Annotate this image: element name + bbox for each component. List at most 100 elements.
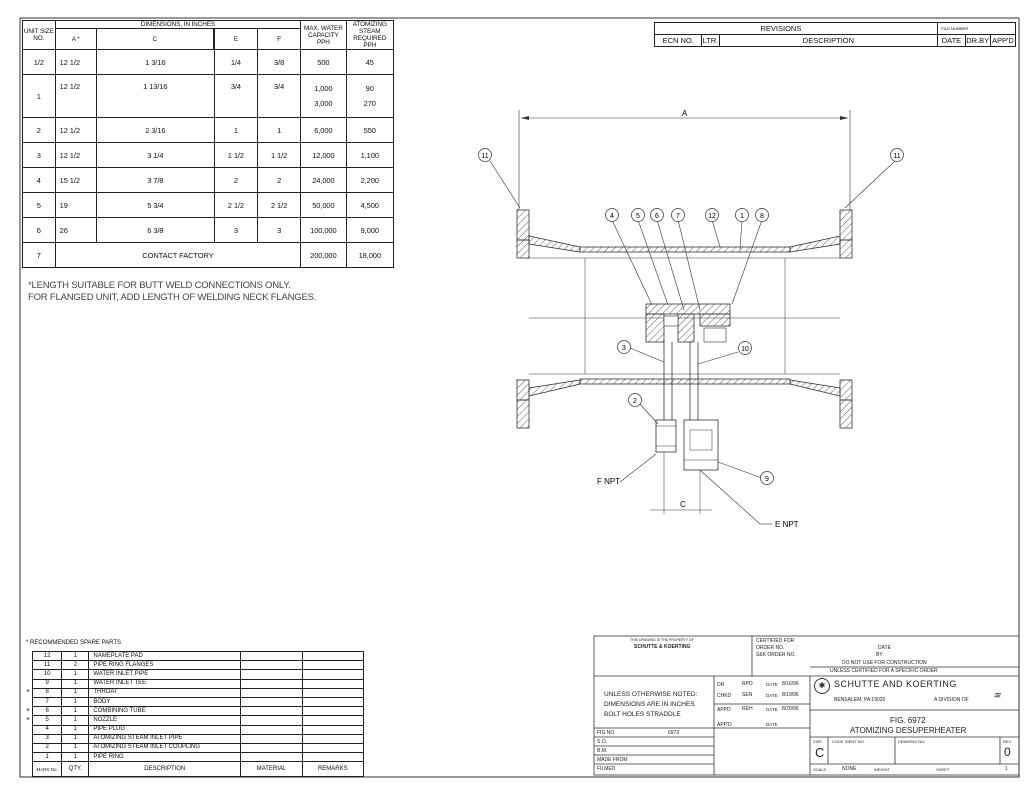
cell-water: 6,000 [300, 117, 347, 143]
callout-7: 7 [676, 213, 680, 220]
cell-c: 5 3/4 [95, 192, 215, 218]
parts-col-remarks: REMARKS [301, 761, 365, 778]
callout-11-left: 11 [481, 153, 488, 160]
sheet-label: SHEET [936, 767, 950, 772]
unless-noted-2: DIMENSIONS ARE IN INCHES [604, 701, 695, 708]
part-remarks [301, 724, 365, 735]
cell-size: 2 [22, 117, 56, 143]
part-remarks [301, 660, 365, 671]
product-title: ATOMIZING DESUPERHEATER [850, 726, 967, 735]
rev-col-date: DATE [937, 34, 966, 47]
filmed-label: FILMED [597, 766, 616, 772]
size-label: SIZE [813, 739, 822, 744]
part-qty: 1 [61, 733, 90, 744]
part-remarks [301, 733, 365, 744]
weight-label: WEIGHT [874, 767, 890, 772]
code-ident-label: CODE IDENT NO. [832, 739, 865, 744]
rev-label: REV [1003, 739, 1012, 744]
dimension-a [518, 110, 851, 210]
part-remarks [301, 706, 365, 717]
parent-company-logo-icon: ≋ [993, 690, 1001, 700]
part-qty: 1 [61, 696, 90, 708]
callout-bubbles: 11 11 4 5 6 7 12 1 8 3 10 2 9 [478, 148, 904, 485]
company-location: BENSALEM, PA 19020 [834, 697, 886, 703]
f-npt-label: F NPT [597, 477, 620, 486]
part-qty: 1 [61, 715, 90, 726]
part-remarks [301, 696, 365, 708]
appd-label: APPD [717, 707, 731, 713]
appd-date: 8/20/96 [782, 706, 799, 712]
part-remarks [301, 669, 365, 680]
rev-col-description: DESCRIPTION [718, 34, 939, 47]
part-qty: 1 [61, 706, 90, 717]
cell-size: 1/2 [22, 49, 56, 75]
cell-f: 2 [256, 167, 302, 193]
cell-c: 1 3/16 [95, 49, 215, 75]
fig-no-label: FIG NO. [597, 730, 616, 736]
part-remarks [301, 715, 365, 726]
table-row: 1/2 12 1/2 1 3/16 1/4 3/8 500 45 [22, 49, 395, 75]
chkd-label: CHKD [717, 693, 732, 699]
nozzle-assembly [645, 303, 731, 471]
property-company: SCHUTTE & KOERTING [634, 644, 691, 650]
dr-date-label: DATE [766, 682, 778, 687]
rev-value: 0 [1004, 745, 1011, 759]
callout-5: 5 [636, 213, 640, 220]
callout-12: 12 [708, 213, 716, 220]
unless-noted-1: UNLESS OTHERWISE NOTED: [604, 691, 698, 698]
rev-col-ltr: LTR. [701, 34, 720, 47]
cell-steam: 2,200 [345, 167, 395, 193]
so-label: S.O. [597, 739, 608, 745]
spare-parts-title: * RECOMMENDED SPARE PARTS [26, 640, 122, 646]
order-date: DATE [878, 645, 891, 651]
cell-water: 100,000 [300, 217, 347, 243]
appd-date-label: DATE [766, 707, 778, 712]
not-for-construction-2: UNLESS CERTIFIED FOR A SPECIFIC ORDER [830, 668, 938, 674]
bm-label: B.M. [597, 748, 608, 754]
dim-a-label: A [682, 109, 688, 118]
part-remarks [301, 687, 365, 698]
dim-c-label: C [680, 500, 686, 509]
certified-for: CERTIFIED FOR [756, 638, 795, 644]
callout-9: 9 [765, 476, 769, 483]
table-row: 2 12 1/2 2 3/16 1 1 6,000 550 [22, 117, 395, 143]
table-row: 7 CONTACT FACTORY 200,000 18,000 [22, 242, 395, 268]
part-remarks [301, 650, 365, 662]
property-line: THIS DRAWING IS THE PROPERTY OF [630, 638, 694, 642]
rev-col-drby: DR.BY [964, 34, 991, 47]
cell-water: 50,000 [300, 192, 347, 218]
part-flag: * [26, 706, 30, 716]
scale-label: SCALE [813, 767, 827, 772]
chkd-date: 8/19/96 [782, 692, 799, 698]
cell-steam: 1,100 [345, 142, 395, 168]
callout-2: 2 [633, 398, 637, 405]
cell-a: 26 [54, 217, 97, 243]
part-remarks [301, 678, 365, 689]
callout-bubble [478, 148, 492, 162]
part-remarks [301, 742, 365, 754]
cell-water: 12,000 [300, 142, 347, 168]
cell-a: 12 1/2 [54, 49, 97, 75]
drawing-no-label: DRAWING NO. [898, 739, 926, 744]
by-label: BY [876, 652, 883, 658]
note-line-1: *LENGTH SUITABLE FOR BUTT WELD CONNECTIO… [28, 280, 291, 291]
cell-f: 3/4 [256, 74, 302, 118]
note-line-2: FOR FLANGED UNIT, ADD LENGTH OF WELDING … [28, 292, 317, 303]
e-npt-label: E NPT [775, 520, 799, 529]
part-qty: 2 [61, 660, 90, 671]
callout-6: 6 [655, 213, 659, 220]
cell-a: 19 [54, 192, 97, 218]
